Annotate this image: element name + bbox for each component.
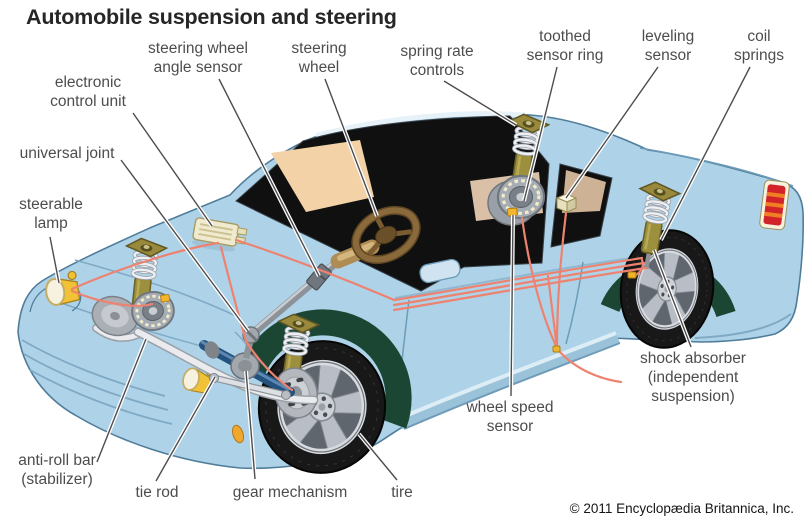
tail-light bbox=[759, 179, 790, 231]
front-left-hub bbox=[91, 295, 139, 337]
rack-boot bbox=[204, 341, 220, 359]
label-steering-wheel-angle-sensor: steering wheel angle sensor bbox=[148, 40, 248, 76]
label-universal-joint: universal joint bbox=[19, 145, 115, 162]
label-tire: tire bbox=[391, 484, 413, 501]
steerable-lamp-lower bbox=[182, 367, 214, 395]
steerable-lamp bbox=[45, 270, 81, 306]
label-electronic-control-unit: electronic control unit bbox=[50, 74, 126, 110]
copyright-notice: © 2011 Encyclopædia Britannica, Inc. bbox=[569, 501, 794, 516]
label-shock-absorber: shock absorber (independent suspension) bbox=[640, 350, 746, 405]
dashboard bbox=[271, 140, 374, 212]
wiring-harness bbox=[70, 211, 648, 392]
label-spring-rate-controls: spring rate controls bbox=[400, 43, 474, 79]
label-coil-springs: coil springs bbox=[734, 28, 784, 64]
diagram-title: Automobile suspension and steering bbox=[26, 5, 397, 29]
label-toothed-sensor-ring: toothed sensor ring bbox=[526, 28, 604, 64]
wheel-speed-sensor bbox=[506, 207, 518, 217]
label-leveling-sensor: leveling sensor bbox=[641, 28, 695, 64]
label-tie-rod: tie rod bbox=[135, 484, 179, 501]
side-mirror bbox=[419, 258, 461, 284]
label-anti-roll-bar: anti-roll bar (stabilizer) bbox=[18, 452, 96, 488]
side-marker-light bbox=[231, 424, 245, 444]
label-wheel-speed-sensor: wheel speed sensor bbox=[466, 399, 554, 435]
label-steering-wheel: steering wheel bbox=[291, 40, 347, 76]
toothed-sensor-ring-front bbox=[128, 287, 178, 335]
gear-mechanism-core bbox=[238, 360, 252, 372]
label-steerable-lamp: steerable lamp bbox=[19, 196, 83, 232]
label-gear-mechanism: gear mechanism bbox=[232, 484, 348, 501]
front-left-assembly bbox=[91, 237, 178, 342]
wire-connector bbox=[627, 271, 637, 279]
wire-connector bbox=[552, 345, 561, 353]
